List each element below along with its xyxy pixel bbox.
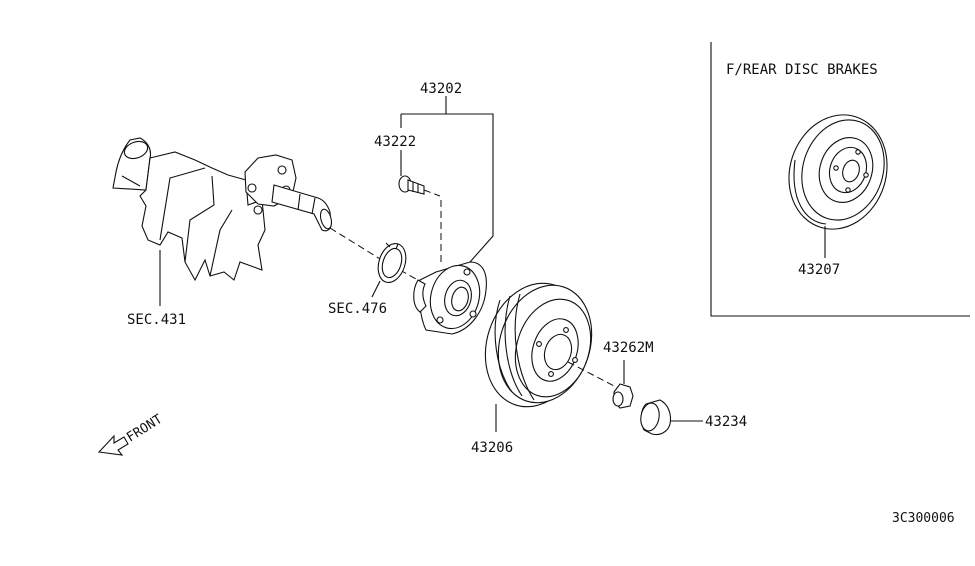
axis-line-2: [399, 269, 433, 289]
disc-rotor-43207[interactable]: [774, 102, 901, 242]
label-43207: 43207: [798, 262, 840, 278]
snap-ring[interactable]: [373, 240, 410, 286]
label-43202: 43202: [420, 81, 462, 97]
hub-nut[interactable]: [612, 383, 634, 409]
label-sec476: SEC.476: [328, 301, 387, 317]
inset-title: F/REAR DISC BRAKES: [726, 62, 878, 78]
hub-cap[interactable]: [639, 399, 672, 436]
bolt-axis: [423, 189, 441, 197]
axis-line-3: [567, 361, 619, 389]
steering-knuckle[interactable]: [112, 137, 333, 282]
label-sec431: SEC.431: [127, 312, 186, 328]
wheel-hub[interactable]: [413, 260, 487, 335]
inset-border: [710, 42, 970, 317]
axis-line-1: [329, 227, 386, 263]
leader-sec476: [371, 280, 381, 298]
label-43206: 43206: [471, 440, 513, 456]
brake-drum[interactable]: [470, 270, 606, 419]
label-43234: 43234: [705, 414, 747, 430]
diagram-id: 3C300006: [892, 511, 955, 526]
leader-43202-right: [401, 113, 494, 263]
front-label: FRONT: [124, 412, 165, 446]
front-arrow-icon: [97, 434, 129, 456]
label-43222: 43222: [374, 134, 416, 150]
label-43262m: 43262M: [603, 340, 654, 356]
hub-bolt[interactable]: [398, 175, 425, 195]
inset-panel: F/REAR DISC BRAKES 43207: [710, 42, 970, 317]
